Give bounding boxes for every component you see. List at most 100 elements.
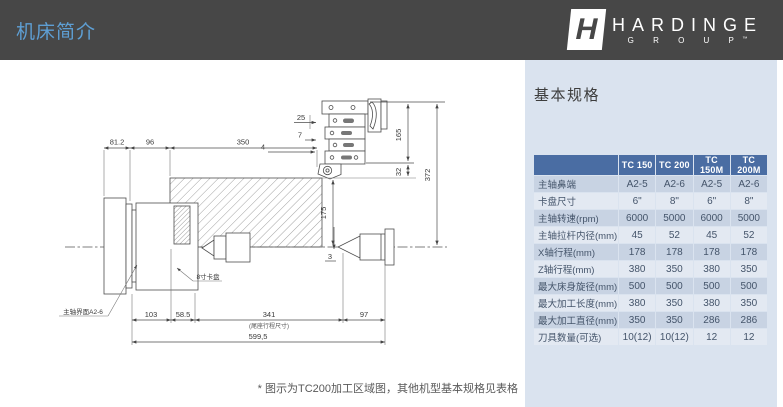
- table-row: 刀具数量(可选) 10(12) 10(12) 12 12: [534, 329, 767, 345]
- cell: 380: [619, 295, 656, 311]
- cell: A2-6: [656, 176, 693, 192]
- dim-96: 96: [146, 138, 154, 147]
- cell: 500: [656, 278, 693, 294]
- col-header-tc150m: TC 150M: [693, 155, 730, 175]
- col-header-tc200m: TC 200M: [730, 155, 767, 175]
- cell: 350: [656, 261, 693, 277]
- cell: 286: [730, 312, 767, 328]
- row-label: 卡盘尺寸: [534, 193, 618, 209]
- row-label: X轴行程(mm): [534, 244, 618, 260]
- logo-text: HARDINGE G R O U P™: [612, 15, 763, 45]
- cell: 286: [693, 312, 730, 328]
- cell: 500: [693, 278, 730, 294]
- header-bar: 机床简介 H HARDINGE G R O U P™: [0, 0, 783, 60]
- cell: 6000: [693, 210, 730, 226]
- leader-labels: 8寸卡盘 主轴界面A2-6: [59, 264, 222, 317]
- table-row: Z轴行程(mm) 380 350 380 350: [534, 261, 767, 277]
- row-label: 主轴拉杆内径(mm): [534, 227, 618, 243]
- tailstock: [337, 228, 395, 266]
- dim-7: 7: [298, 131, 302, 140]
- panel-title: 基本规格: [534, 87, 601, 104]
- hardinge-logo: H HARDINGE G R O U P™: [566, 9, 763, 50]
- dim-103: 103: [145, 310, 158, 319]
- dim-32: 32: [394, 168, 403, 176]
- dim-175: 175: [319, 207, 328, 220]
- dim-341: 341: [263, 310, 276, 319]
- cell: 178: [693, 244, 730, 260]
- specs-table: TC 150 TC 200 TC 150M TC 200M 主轴鼻端 A2-5 …: [533, 154, 768, 346]
- cell: 6000: [619, 210, 656, 226]
- cell: 6": [693, 193, 730, 209]
- logo-letter: H: [572, 12, 601, 46]
- row-label: 主轴转速(rpm): [534, 210, 618, 226]
- cell: 10(12): [656, 329, 693, 345]
- cell: 178: [656, 244, 693, 260]
- cell: A2-5: [619, 176, 656, 192]
- table-row: 最大加工直径(mm) 350 350 286 286: [534, 312, 767, 328]
- dim-81-2: 81.2: [110, 138, 125, 147]
- footnote: * 图示为TC200加工区域图，其他机型基本规格见表格: [257, 383, 518, 395]
- col-header-tc150: TC 150: [619, 155, 656, 175]
- cell: 350: [656, 295, 693, 311]
- cell: 5000: [730, 210, 767, 226]
- cell: 500: [619, 278, 656, 294]
- cell: A2-6: [730, 176, 767, 192]
- logo-group-word: G R O U P: [627, 35, 743, 45]
- spec-table-wrap: TC 150 TC 200 TC 150M TC 200M 主轴鼻端 A2-5 …: [533, 154, 768, 346]
- col-header-blank: [534, 155, 618, 175]
- table-row: 主轴鼻端 A2-5 A2-6 A2-5 A2-6: [534, 176, 767, 192]
- row-label: 刀具数量(可选): [534, 329, 618, 345]
- row-label: 最大加工直径(mm): [534, 312, 618, 328]
- cell: 8": [730, 193, 767, 209]
- dimension-lines: [104, 104, 439, 344]
- technical-drawing: 81.2 96 350 25 7 4 165 32 372 175 3 103 …: [59, 98, 447, 345]
- table-row: 卡盘尺寸 6" 8" 6" 8": [534, 193, 767, 209]
- spindle-chuck: [103, 197, 251, 295]
- row-label: 最大加工长度(mm): [534, 295, 618, 311]
- page-title: 机床简介: [16, 21, 97, 43]
- cell: 380: [619, 261, 656, 277]
- dim-25: 25: [297, 113, 305, 122]
- table-row: 主轴拉杆内径(mm) 45 52 45 52: [534, 227, 767, 243]
- cell: 45: [693, 227, 730, 243]
- cell: 12: [693, 329, 730, 345]
- cell: 380: [693, 261, 730, 277]
- cell: 52: [730, 227, 767, 243]
- logo-name: HARDINGE: [611, 14, 763, 35]
- table-header-row: TC 150 TC 200 TC 150M TC 200M: [534, 155, 767, 175]
- dim-3: 3: [328, 252, 332, 261]
- table-row: 最大床身旋径(mm) 500 500 500 500: [534, 278, 767, 294]
- cell: 12: [730, 329, 767, 345]
- cell: 45: [619, 227, 656, 243]
- turret: [317, 98, 388, 180]
- cell: 5000: [656, 210, 693, 226]
- dim-350: 350: [237, 138, 250, 147]
- table-row: 主轴转速(rpm) 6000 5000 6000 5000: [534, 210, 767, 226]
- extension-lines: [103, 101, 445, 345]
- row-label: Z轴行程(mm): [534, 261, 618, 277]
- cell: 350: [656, 312, 693, 328]
- dim-165: 165: [394, 129, 403, 142]
- dim-341-note: (尾座行程尺寸): [249, 322, 289, 330]
- cell: 10(12): [619, 329, 656, 345]
- cell: A2-5: [693, 176, 730, 192]
- table-row: 最大加工长度(mm) 380 350 380 350: [534, 295, 767, 311]
- cell: 380: [693, 295, 730, 311]
- logo-subname: G R O U P™: [612, 36, 763, 45]
- trademark-symbol: ™: [742, 35, 748, 42]
- cell: 8": [656, 193, 693, 209]
- dim-4: 4: [261, 143, 265, 152]
- chuck-label: 8寸卡盘: [196, 272, 220, 281]
- col-header-tc200: TC 200: [656, 155, 693, 175]
- cell: 350: [730, 295, 767, 311]
- cell: 52: [656, 227, 693, 243]
- cell: 6": [619, 193, 656, 209]
- dim-599-5: 599,5: [249, 332, 268, 341]
- cell: 178: [730, 244, 767, 260]
- cell: 178: [619, 244, 656, 260]
- hardinge-logo-icon: H: [566, 9, 607, 50]
- row-label: 最大床身旋径(mm): [534, 278, 618, 294]
- cell: 350: [730, 261, 767, 277]
- table-row: X轴行程(mm) 178 178 178 178: [534, 244, 767, 260]
